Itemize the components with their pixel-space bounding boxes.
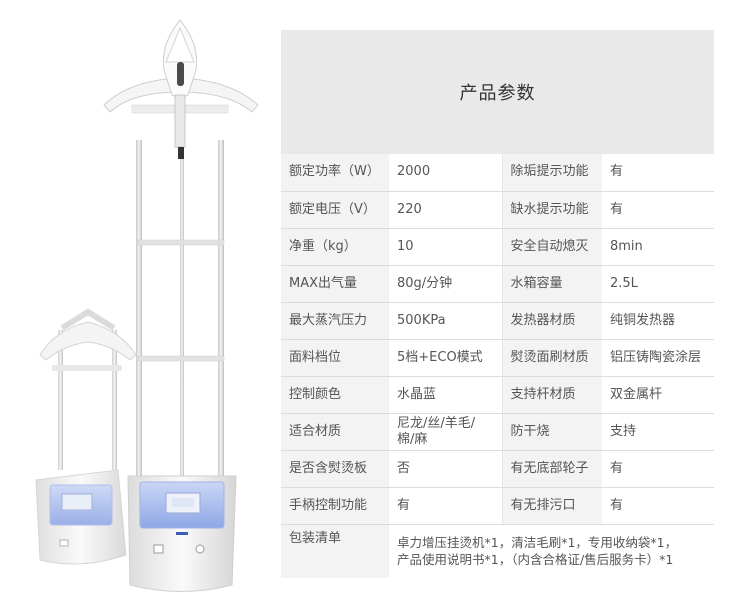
spec-key: 净重（kg）: [281, 228, 389, 266]
spec-key: 额定电压（V）: [281, 191, 389, 229]
spec-value: 有: [602, 487, 714, 525]
spec-value: 220: [389, 191, 502, 229]
spec-key: 安全自动熄灭: [501, 228, 602, 266]
table-row: 额定功率（W） 2000 除垢提示功能 有: [281, 154, 714, 192]
spec-value: 2.5L: [602, 265, 714, 303]
spec-key: 最大蒸汽压力: [281, 302, 389, 340]
spec-value: 80g/分钟: [389, 265, 502, 303]
spec-key: 除垢提示功能: [501, 154, 602, 192]
spec-key: 防干烧: [501, 413, 602, 451]
spec-value: 水晶蓝: [389, 376, 502, 414]
table-row: 面料档位 5档+ECO模式 熨烫面刷材质 铝压铸陶瓷涂层: [281, 339, 714, 377]
package-line: 卓力增压挂烫机*1，清洁毛刷*1，专用收纳袋*1，: [397, 535, 678, 551]
spec-value: 纯铜发热器: [602, 302, 714, 340]
spec-panel: 产品参数 额定功率（W） 2000 除垢提示功能 有 额定电压（V） 220 缺…: [281, 30, 714, 578]
spec-value: 铝压铸陶瓷涂层: [602, 339, 714, 377]
spec-key: 额定功率（W）: [281, 154, 389, 192]
spec-key: 发热器材质: [501, 302, 602, 340]
spec-key: 手柄控制功能: [281, 487, 389, 525]
table-row: 控制颜色 水晶蓝 支持杆材质 双金属杆: [281, 376, 714, 414]
spec-value: 支持: [602, 413, 714, 451]
spec-value: 尼龙/丝/羊毛/棉/麻: [389, 413, 502, 451]
package-row: 包装清单 卓力增压挂烫机*1，清洁毛刷*1，专用收纳袋*1，产品使用说明书*1，…: [281, 524, 714, 578]
table-row: 净重（kg） 10 安全自动熄灭 8min: [281, 228, 714, 266]
spec-table: 额定功率（W） 2000 除垢提示功能 有 额定电压（V） 220 缺水提示功能…: [281, 154, 714, 578]
spec-key: 适合材质: [281, 413, 389, 451]
spec-value: 5档+ECO模式: [389, 339, 502, 377]
spec-key: 是否含熨烫板: [281, 450, 389, 488]
table-row: 是否含熨烫板 否 有无底部轮子 有: [281, 450, 714, 488]
package-label: 包装清单: [281, 524, 389, 578]
table-row: 手柄控制功能 有 有无排污口 有: [281, 487, 714, 525]
spec-key: 有无排污口: [501, 487, 602, 525]
spec-value: 10: [389, 228, 502, 266]
spec-key: 缺水提示功能: [501, 191, 602, 229]
spec-value: 有: [602, 450, 714, 488]
spec-value: 双金属杆: [602, 376, 714, 414]
spec-key: 水箱容量: [501, 265, 602, 303]
spec-key: MAX出气量: [281, 265, 389, 303]
spec-key: 支持杆材质: [501, 376, 602, 414]
spec-value: 有: [389, 487, 502, 525]
spec-title: 产品参数: [281, 30, 714, 154]
spec-value-line: 棉/麻: [397, 431, 428, 447]
package-contents: 卓力增压挂烫机*1，清洁毛刷*1，专用收纳袋*1，产品使用说明书*1，（内含合格…: [389, 524, 714, 578]
table-row: MAX出气量 80g/分钟 水箱容量 2.5L: [281, 265, 714, 303]
spec-value: 8min: [602, 228, 714, 266]
table-row: 额定电压（V） 220 缺水提示功能 有: [281, 191, 714, 229]
spec-value: 2000: [389, 154, 502, 192]
spec-key: 有无底部轮子: [501, 450, 602, 488]
spec-key: 熨烫面刷材质: [501, 339, 602, 377]
garment-steamer-product-image: [35, 19, 259, 592]
spec-value-line: 尼龙/丝/羊毛/: [397, 415, 476, 431]
spec-value: 500KPa: [389, 302, 502, 340]
spec-key: 控制颜色: [281, 376, 389, 414]
table-row: 适合材质 尼龙/丝/羊毛/棉/麻 防干烧 支持: [281, 413, 714, 451]
table-row: 最大蒸汽压力 500KPa 发热器材质 纯铜发热器: [281, 302, 714, 340]
spec-value: 有: [602, 154, 714, 192]
spec-value: 有: [602, 191, 714, 229]
package-line: 产品使用说明书*1，（内含合格证/售后服务卡）*1: [397, 552, 674, 568]
spec-value: 否: [389, 450, 502, 488]
spec-key: 面料档位: [281, 339, 389, 377]
